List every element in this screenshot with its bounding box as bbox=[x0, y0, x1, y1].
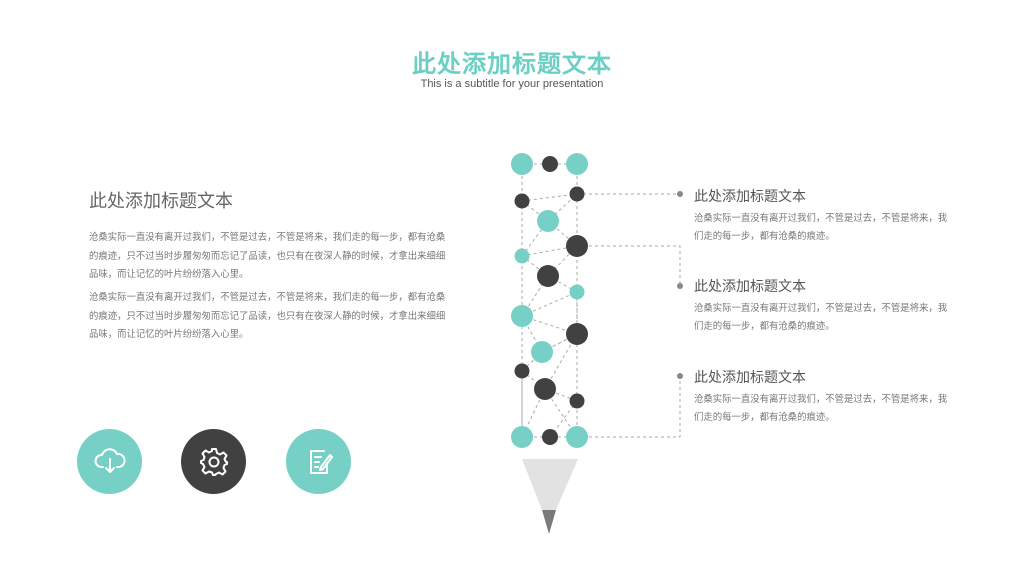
page-subtitle: This is a subtitle for your presentation bbox=[420, 78, 604, 90]
right-item-1-heading: 此处添加标题文本 bbox=[694, 189, 806, 205]
page-title: 此处添加标题文本 bbox=[412, 50, 612, 78]
molecule-nodes bbox=[511, 153, 588, 448]
right-item-2-heading: 此处添加标题文本 bbox=[694, 279, 806, 295]
right-item-2-text: 沧桑实际一直没有离开过我们，不管是过去，不管是将来，我们走的每一步，都有沧桑的痕… bbox=[694, 303, 948, 332]
callout-dots bbox=[677, 191, 683, 379]
right-item-1-text: 沧桑实际一直没有离开过我们，不管是过去，不管是将来，我们走的每一步，都有沧桑的痕… bbox=[694, 213, 948, 242]
cloud-download-icon bbox=[94, 447, 125, 473]
edit-document-button[interactable] bbox=[286, 429, 351, 494]
right-item-3-text: 沧桑实际一直没有离开过我们，不管是过去，不管是将来，我们走的每一步，都有沧桑的痕… bbox=[694, 394, 948, 423]
gear-icon bbox=[199, 447, 228, 476]
left-paragraph-2: 沧桑实际一直没有离开过我们，不管是过去，不管是将来，我们走的每一步，都有沧桑的痕… bbox=[89, 292, 446, 340]
settings-button[interactable] bbox=[181, 429, 246, 494]
right-item-3-heading: 此处添加标题文本 bbox=[694, 370, 806, 386]
left-heading: 此处添加标题文本 bbox=[89, 191, 233, 212]
cloud-download-button[interactable] bbox=[77, 429, 142, 494]
left-paragraph-1: 沧桑实际一直没有离开过我们，不管是过去，不管是将来，我们走的每一步，都有沧桑的痕… bbox=[89, 232, 446, 280]
pencil-tip bbox=[522, 459, 578, 534]
edit-document-icon bbox=[309, 449, 333, 474]
